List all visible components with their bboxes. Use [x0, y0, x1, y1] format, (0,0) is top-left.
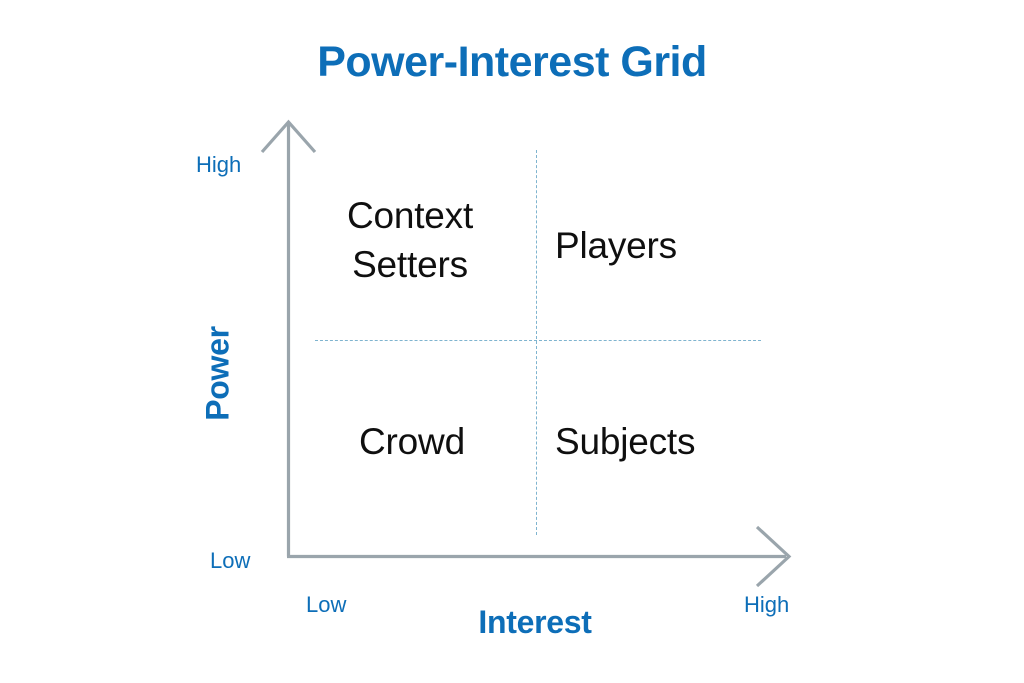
y-axis-arrowhead	[260, 119, 317, 154]
quadrant-label-context-setters: Context Setters	[310, 192, 510, 290]
y-axis-title: Power	[199, 326, 236, 421]
quadrant-label-players: Players	[555, 225, 677, 266]
x-axis-high-label: High	[744, 592, 790, 617]
x-axis-arrowhead	[755, 525, 792, 588]
x-axis-title: Interest	[478, 604, 592, 640]
y-axis-high-label: High	[196, 152, 242, 177]
y-axis-low-label: Low	[210, 548, 251, 573]
quadrant-label-subjects: Subjects	[555, 421, 696, 462]
quadrant-label-line2: Setters	[352, 243, 468, 285]
x-axis-low-label: Low	[306, 592, 347, 617]
quadrant-label-line1: Context	[346, 195, 474, 236]
horizontal-divider-dashed	[315, 340, 761, 341]
page-title: Power-Interest Grid	[317, 38, 707, 86]
vertical-divider-dashed	[536, 150, 537, 535]
quadrant-label-crowd: Crowd	[359, 421, 465, 462]
